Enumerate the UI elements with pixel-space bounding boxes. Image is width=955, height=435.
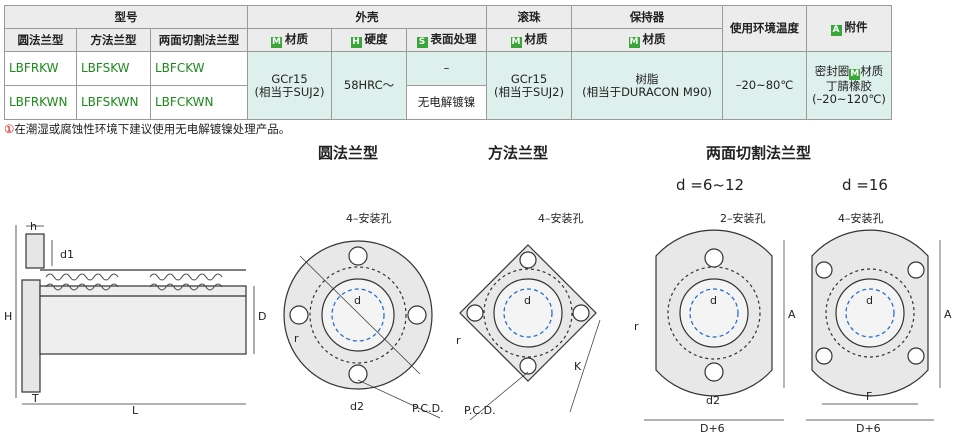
surface-badge-icon: S bbox=[416, 36, 428, 48]
dim-r-square: r bbox=[456, 334, 461, 347]
dim-F: F bbox=[866, 390, 872, 403]
holes-label-twocut-large: 4–安装孔 bbox=[838, 211, 884, 225]
dim-r-round: r bbox=[294, 332, 299, 345]
holes-label-square: 4–安装孔 bbox=[538, 211, 584, 225]
retainer-material: 树脂(相当于DURACON M90) bbox=[571, 51, 723, 120]
dim-H: H bbox=[4, 310, 12, 323]
dim-L: L bbox=[132, 404, 139, 417]
sub-twocut: 两面切割法兰型 bbox=[150, 28, 248, 52]
model-code: LBFRKWN bbox=[4, 85, 77, 120]
dim-d-twocut-small: d bbox=[710, 294, 717, 307]
size-range-small: d =6~12 bbox=[676, 176, 745, 194]
accessory-badge-icon: A bbox=[830, 25, 842, 36]
header-retainer: 保持器 bbox=[571, 5, 723, 29]
dim-d2-twocut: d2 bbox=[706, 394, 720, 407]
footnote: ①在潮湿或腐蚀性环境下建议使用无电解镀镍处理产品。 bbox=[4, 122, 291, 136]
table-row: LBFRKW LBFSKW LBFCKW GCr15(相当于SUJ2) 58HR… bbox=[4, 51, 892, 120]
dim-D6-large: D+6 bbox=[856, 422, 881, 435]
accessory: 密封圈M材质 丁腈橡胶 (–20~120℃) bbox=[806, 51, 892, 120]
dim-pcd-round: P.C.D. bbox=[412, 402, 444, 415]
dim-D6-small: D+6 bbox=[700, 422, 725, 435]
twocut-large-view bbox=[806, 229, 941, 421]
surface-nickel: 无电解镀镍 bbox=[406, 85, 487, 120]
dim-d2-round: d2 bbox=[350, 400, 364, 413]
dim-K: K bbox=[574, 360, 582, 373]
label-round-flange: 圆法兰型 bbox=[318, 144, 379, 162]
shell-material: GCr15(相当于SUJ2) bbox=[247, 51, 332, 120]
sub-round: 圆法兰型 bbox=[4, 28, 77, 52]
dim-d-twocut-large: d bbox=[866, 294, 873, 307]
square-flange-view bbox=[459, 244, 601, 421]
header-model: 型号 bbox=[4, 5, 248, 29]
ball-material: GCr15(相当于SUJ2) bbox=[486, 51, 572, 120]
dim-pcd-square: P.C.D. bbox=[464, 404, 496, 417]
dim-T: T bbox=[31, 392, 39, 405]
model-code: LBFSKWN bbox=[76, 85, 151, 120]
dim-d1: d1 bbox=[60, 248, 74, 261]
dim-d-round: d bbox=[354, 294, 361, 307]
shell-hardness: 58HRC～ bbox=[331, 51, 407, 120]
material-badge-icon: M bbox=[628, 36, 640, 48]
twocut-small-view bbox=[644, 229, 785, 421]
operating-temp: –20~80℃ bbox=[722, 51, 807, 120]
model-code: LBFCKWN bbox=[150, 85, 248, 120]
label-square-flange: 方法兰型 bbox=[488, 144, 549, 162]
dim-r-twocut: r bbox=[634, 320, 639, 333]
header-temp: 使用环境温度 bbox=[722, 5, 807, 52]
dim-D: D bbox=[258, 310, 266, 323]
material-badge-icon: M bbox=[271, 36, 282, 48]
round-flange-view bbox=[283, 240, 441, 419]
note-mark-icon: ① bbox=[4, 122, 15, 136]
model-code: LBFSKW bbox=[76, 51, 151, 86]
label-twocut-flange: 两面切割法兰型 bbox=[706, 144, 812, 162]
model-code: LBFRKW bbox=[4, 51, 77, 86]
holes-label-round: 4–安装孔 bbox=[346, 211, 392, 225]
sub-square: 方法兰型 bbox=[76, 28, 151, 52]
dim-h: h bbox=[30, 220, 37, 233]
material-badge-icon: M bbox=[510, 36, 522, 48]
model-code: LBFCKW bbox=[150, 51, 248, 86]
hardness-badge-icon: H bbox=[350, 36, 362, 48]
dim-A-large: A bbox=[944, 308, 952, 321]
size-range-large: d =16 bbox=[842, 176, 888, 194]
side-view bbox=[15, 225, 255, 405]
dim-d-square: d bbox=[524, 294, 531, 307]
holes-label-twocut-small: 2–安装孔 bbox=[720, 211, 766, 225]
table-row: LBFRKWN LBFSKWN LBFCKWN 无电解镀镍 bbox=[4, 85, 892, 120]
dim-A-small: A bbox=[788, 308, 796, 321]
material-badge-icon: M bbox=[849, 69, 861, 80]
